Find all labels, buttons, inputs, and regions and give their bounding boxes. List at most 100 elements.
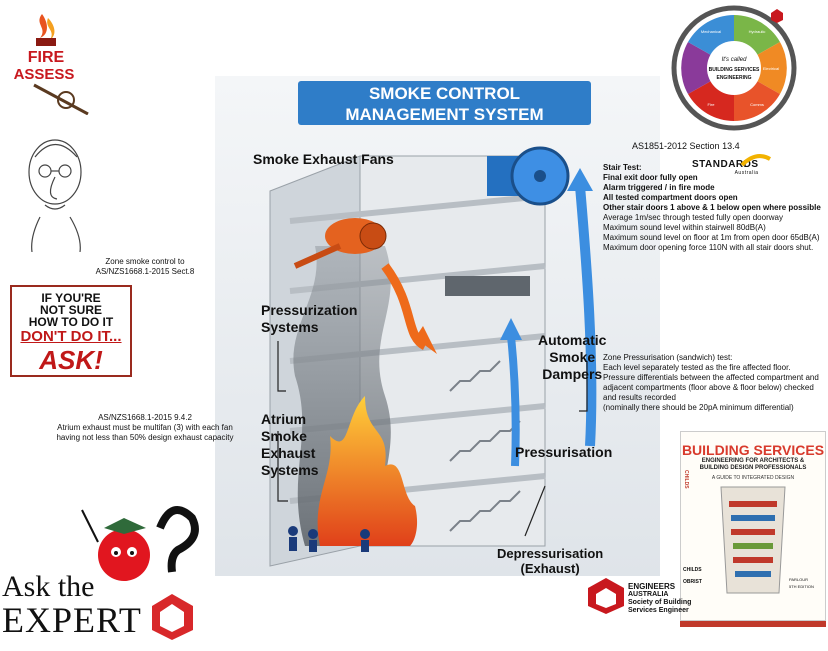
exhaust-fan bbox=[293, 218, 387, 269]
pressurisation-fan bbox=[487, 146, 570, 206]
ask-expert-line1: Ask the bbox=[2, 570, 95, 603]
book-edition-2: 5TH EDITION bbox=[789, 584, 814, 589]
stair-line-0: Stair Test: bbox=[603, 163, 642, 172]
standards-logo-sub: Australia bbox=[734, 170, 759, 176]
stair-line-5: Average 1m/sec through tested fully open… bbox=[603, 213, 783, 222]
label-atrium-line3: Exhaust bbox=[261, 445, 316, 461]
label-dampers-line2: Smoke bbox=[549, 349, 596, 365]
zone-press-line-0: Zone Pressurisation (sandwich) test: bbox=[603, 353, 733, 362]
blue-arrow-right bbox=[575, 185, 597, 447]
label-pressurization-line2: Systems bbox=[261, 319, 319, 335]
expert-hexagon-icon bbox=[152, 594, 193, 640]
stair-line-4: Other stair doors 1 above & 1 below open… bbox=[603, 203, 821, 212]
title-line-1: SMOKE CONTROL bbox=[368, 84, 521, 103]
cycle-seg-mech: Mechanical bbox=[701, 29, 721, 34]
ask-sign: IF YOU'RE NOT SURE HOW TO DO IT DON'T DO… bbox=[10, 285, 132, 377]
standards-australia-logo: STANDARDS Australia bbox=[692, 159, 759, 176]
cycle-center-3: ENGINEERING bbox=[716, 75, 751, 81]
book-subtitle-2: BUILDING DESIGN PROFESSIONALS bbox=[699, 465, 807, 471]
stair-test-reference: AS1851-2012 Section 13.4 bbox=[632, 141, 740, 151]
label-atrium-smoke-exhaust: Atrium Smoke Exhaust Systems bbox=[261, 411, 319, 479]
book-cover: BUILDING SERVICES ENGINEERING FOR ARCHIT… bbox=[680, 431, 826, 621]
ask-sign-line4: DON'T DO IT... bbox=[20, 328, 122, 345]
zone-control-note: Zone smoke control to AS/NZS1668.1-2015 … bbox=[90, 257, 200, 277]
zone-control-line1: Zone smoke control to bbox=[105, 257, 185, 266]
atrium-note-line1: AS/NZS1668.1-2015 9.4.2 bbox=[98, 413, 192, 422]
zone-press-line-4: and results recorded bbox=[603, 393, 676, 402]
zone-press-line-2: Pressure differentials between the affec… bbox=[603, 373, 819, 382]
ea-line1: ENGINEERS bbox=[628, 582, 676, 591]
ask-sign-line2: NOT SURE bbox=[39, 303, 102, 317]
stair-line-6: Maximum sound level within stairwell 80d… bbox=[603, 223, 766, 232]
fireassess-line1: FIRE bbox=[28, 49, 65, 66]
ask-sign-line1: IF YOU'RE bbox=[41, 291, 101, 305]
atrium-exhaust-note: AS/NZS1668.1-2015 9.4.2 Atrium exhaust m… bbox=[50, 413, 240, 443]
label-atrium-line1: Atrium bbox=[261, 411, 307, 427]
diagram-title: SMOKE CONTROL MANAGEMENT SYSTEM bbox=[298, 81, 591, 125]
cycle-seg-fire: Fire bbox=[708, 102, 716, 107]
ea-line3: Society of Building bbox=[628, 599, 692, 606]
label-pressurisation: Pressurisation bbox=[515, 444, 613, 460]
atrium-note-line3: having not less than 50% design exhaust … bbox=[56, 433, 234, 442]
cycle-seg-elec: Electrical bbox=[763, 66, 779, 71]
standards-logo-text: STANDARDS bbox=[692, 159, 759, 170]
stair-line-1: Final exit door fully open bbox=[603, 173, 698, 182]
stairwell bbox=[449, 360, 521, 532]
zone-press-line-3: adjacent compartments (floor above & flo… bbox=[603, 383, 814, 392]
building-illustration bbox=[269, 146, 597, 567]
book-bottom-band bbox=[680, 621, 826, 627]
label-atrium-line4: Systems bbox=[261, 462, 319, 478]
label-atrium-line2: Smoke bbox=[261, 428, 307, 444]
cycle-center-1: It's called bbox=[722, 57, 747, 63]
book-edition-1: PARLOUR bbox=[789, 577, 808, 582]
building-services-cycle: It's called BUILDING SERVICES ENGINEERIN… bbox=[671, 5, 797, 131]
label-pressurization-systems: Pressurization Systems bbox=[261, 302, 357, 336]
label-depress-line2: (Exhaust) bbox=[520, 561, 580, 576]
stair-line-3: All tested compartment doors open bbox=[603, 193, 738, 202]
atrium-note-line2: Atrium exhaust must be multifan (3) with… bbox=[57, 423, 233, 432]
cycle-seg-hyd: Hydraulic bbox=[749, 29, 766, 34]
label-depressurisation: Depressurisation (Exhaust) bbox=[497, 546, 603, 576]
ea-line2: AUSTRALIA bbox=[628, 591, 669, 598]
small-emblem-icon bbox=[771, 9, 783, 23]
fire-flames bbox=[317, 396, 418, 546]
title-line-2: MANAGEMENT SYSTEM bbox=[345, 105, 544, 124]
label-dampers-line3: Dampers bbox=[542, 366, 603, 382]
stair-line-2: Alarm triggered / in fire mode bbox=[603, 183, 715, 192]
label-pressurization-line1: Pressurization bbox=[261, 302, 358, 318]
stair-test-notes: Stair Test: Final exit door fully open A… bbox=[603, 163, 823, 253]
cycle-center-2: BUILDING SERVICES bbox=[709, 67, 760, 73]
book-author-1: CHILDS bbox=[683, 567, 702, 573]
stair-line-7: Maximum sound level on floor at 1m from … bbox=[603, 233, 820, 242]
book-building-graphic: CHILDS OBRIST PARLOUR 5TH EDITION bbox=[683, 486, 814, 594]
stair-shaft bbox=[445, 276, 530, 296]
mascot-question-mark bbox=[81, 506, 199, 581]
ask-the-expert-logo: Ask the EXPERT bbox=[2, 572, 172, 642]
ask-sign-line3: HOW TO DO IT bbox=[28, 315, 114, 329]
book-spine-text: CHILDS bbox=[683, 470, 689, 489]
label-dampers-line1: Automatic bbox=[538, 332, 607, 348]
standards-swoosh-icon bbox=[740, 154, 771, 167]
ask-expert-line2: EXPERT bbox=[2, 600, 142, 640]
label-automatic-dampers: Automatic Smoke Dampers bbox=[538, 332, 606, 383]
label-depress-line1: Depressurisation bbox=[497, 546, 604, 561]
orange-flow-arrow bbox=[381, 263, 428, 351]
book-author-2: OBRIST bbox=[683, 579, 702, 585]
blue-arrow-stair bbox=[507, 335, 520, 467]
cycle-seg-comms: Comms bbox=[750, 102, 764, 107]
book-title: BUILDING SERVICES bbox=[681, 442, 825, 458]
zone-control-line2: AS/NZS1668.1-2015 Sect.8 bbox=[95, 267, 195, 276]
caricature-sketch bbox=[28, 139, 82, 252]
zone-press-line-5: (nominally there should be 20pA minimum … bbox=[603, 403, 794, 412]
label-exhaust-fans: Smoke Exhaust Fans bbox=[253, 151, 394, 167]
fire-assess-logo: FIRE ASSESS bbox=[14, 14, 89, 115]
engineers-australia-icon bbox=[588, 578, 624, 614]
ea-line4: Services Engineer bbox=[628, 607, 689, 614]
fireassess-line2: ASSESS bbox=[14, 66, 75, 83]
zone-press-line-1: Each level separately tested as the fire… bbox=[603, 363, 791, 372]
book-subtitle-1: ENGINEERING FOR ARCHITECTS & bbox=[701, 458, 805, 464]
evacuating-people bbox=[288, 526, 370, 552]
ask-sign-line5: ASK! bbox=[39, 345, 103, 375]
zone-pressurisation-notes: Zone Pressurisation (sandwich) test: Eac… bbox=[603, 353, 825, 413]
book-guide: A GUIDE TO INTEGRATED DESIGN bbox=[711, 475, 795, 481]
